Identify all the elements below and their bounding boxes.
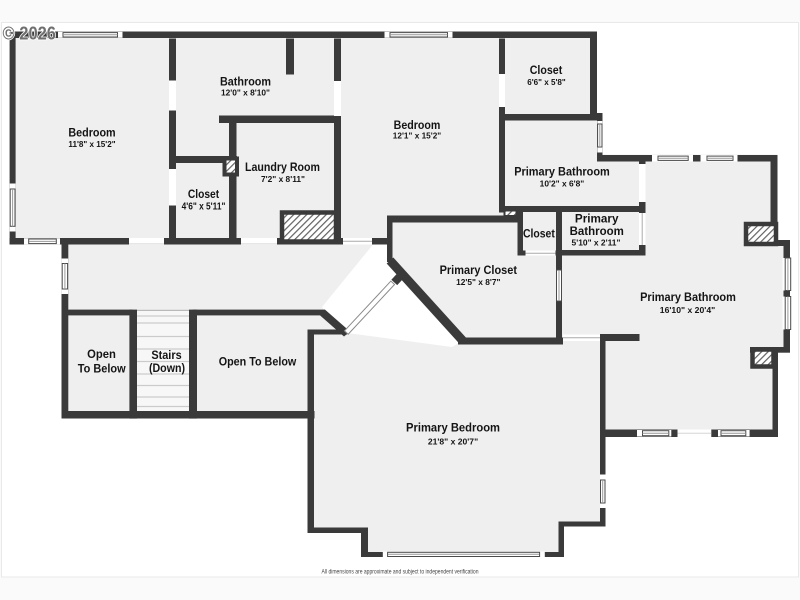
- svg-text:(Down): (Down): [149, 361, 185, 375]
- svg-text:Open To Below: Open To Below: [219, 355, 297, 369]
- svg-text:11'8" x 15'2": 11'8" x 15'2": [68, 139, 115, 149]
- svg-text:6'6" x 5'8": 6'6" x 5'8": [527, 77, 566, 87]
- svg-text:7'2" x 8'11": 7'2" x 8'11": [261, 174, 305, 184]
- svg-text:Closet: Closet: [530, 63, 563, 77]
- svg-text:© 2026: © 2026: [3, 24, 57, 44]
- svg-text:Open: Open: [87, 347, 116, 361]
- svg-text:Closet: Closet: [188, 187, 219, 201]
- svg-text:12'0" x 8'10": 12'0" x 8'10": [221, 87, 270, 97]
- svg-text:12'1" x 15'2": 12'1" x 15'2": [393, 130, 441, 140]
- svg-text:4'6" x 5'11": 4'6" x 5'11": [182, 202, 226, 213]
- svg-text:5'10" x 2'11": 5'10" x 2'11": [572, 238, 621, 248]
- svg-text:Primary Bedroom: Primary Bedroom: [406, 420, 500, 434]
- svg-text:16'10" x 20'4": 16'10" x 20'4": [660, 305, 715, 315]
- svg-text:Primary Bathroom: Primary Bathroom: [514, 165, 610, 179]
- svg-text:Closet: Closet: [523, 227, 555, 241]
- svg-text:Bathroom: Bathroom: [220, 74, 271, 88]
- svg-text:Laundry Room: Laundry Room: [245, 160, 320, 174]
- svg-text:Primary Closet: Primary Closet: [440, 263, 517, 277]
- svg-text:Primary Bathroom: Primary Bathroom: [640, 290, 736, 304]
- svg-text:Bathroom: Bathroom: [570, 224, 624, 238]
- svg-text:Bedroom: Bedroom: [68, 126, 115, 140]
- svg-text:Bedroom: Bedroom: [394, 118, 441, 132]
- svg-text:To Below: To Below: [78, 362, 126, 376]
- svg-text:Primary: Primary: [575, 211, 619, 225]
- svg-text:12'5" x 8'7": 12'5" x 8'7": [456, 277, 500, 287]
- svg-text:All dimensions are approximate: All dimensions are approximate and subje…: [322, 569, 479, 576]
- svg-text:10'2" x 6'8": 10'2" x 6'8": [540, 178, 585, 188]
- svg-text:Stairs: Stairs: [151, 348, 182, 362]
- svg-text:21'8" x 20'7": 21'8" x 20'7": [428, 436, 478, 446]
